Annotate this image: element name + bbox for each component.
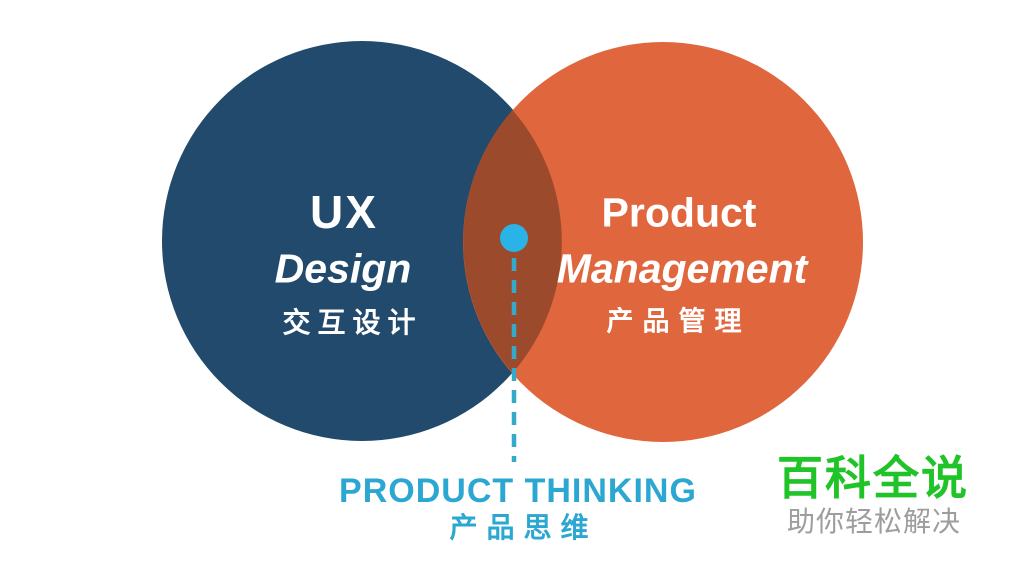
product-thinking-label: PRODUCT THINKING [339, 472, 697, 510]
overlap-dot-icon [500, 224, 528, 252]
pm-circle-subtitle: Management [556, 245, 808, 292]
watermark-tagline: 助你轻松解决 [786, 506, 962, 537]
ux-circle-chinese-label: 交互设计 [282, 307, 423, 338]
watermark-brand: 百科全说 [777, 452, 969, 504]
pm-circle-title: Product [601, 189, 757, 236]
product-thinking-chinese-label: 产品思维 [449, 512, 598, 543]
ux-circle-subtitle: Design [274, 245, 412, 292]
ux-circle-title: UX [310, 186, 378, 238]
product-management-circle [463, 42, 863, 442]
pm-circle-chinese-label: 产品管理 [606, 306, 751, 337]
ux-design-circle [162, 41, 562, 441]
